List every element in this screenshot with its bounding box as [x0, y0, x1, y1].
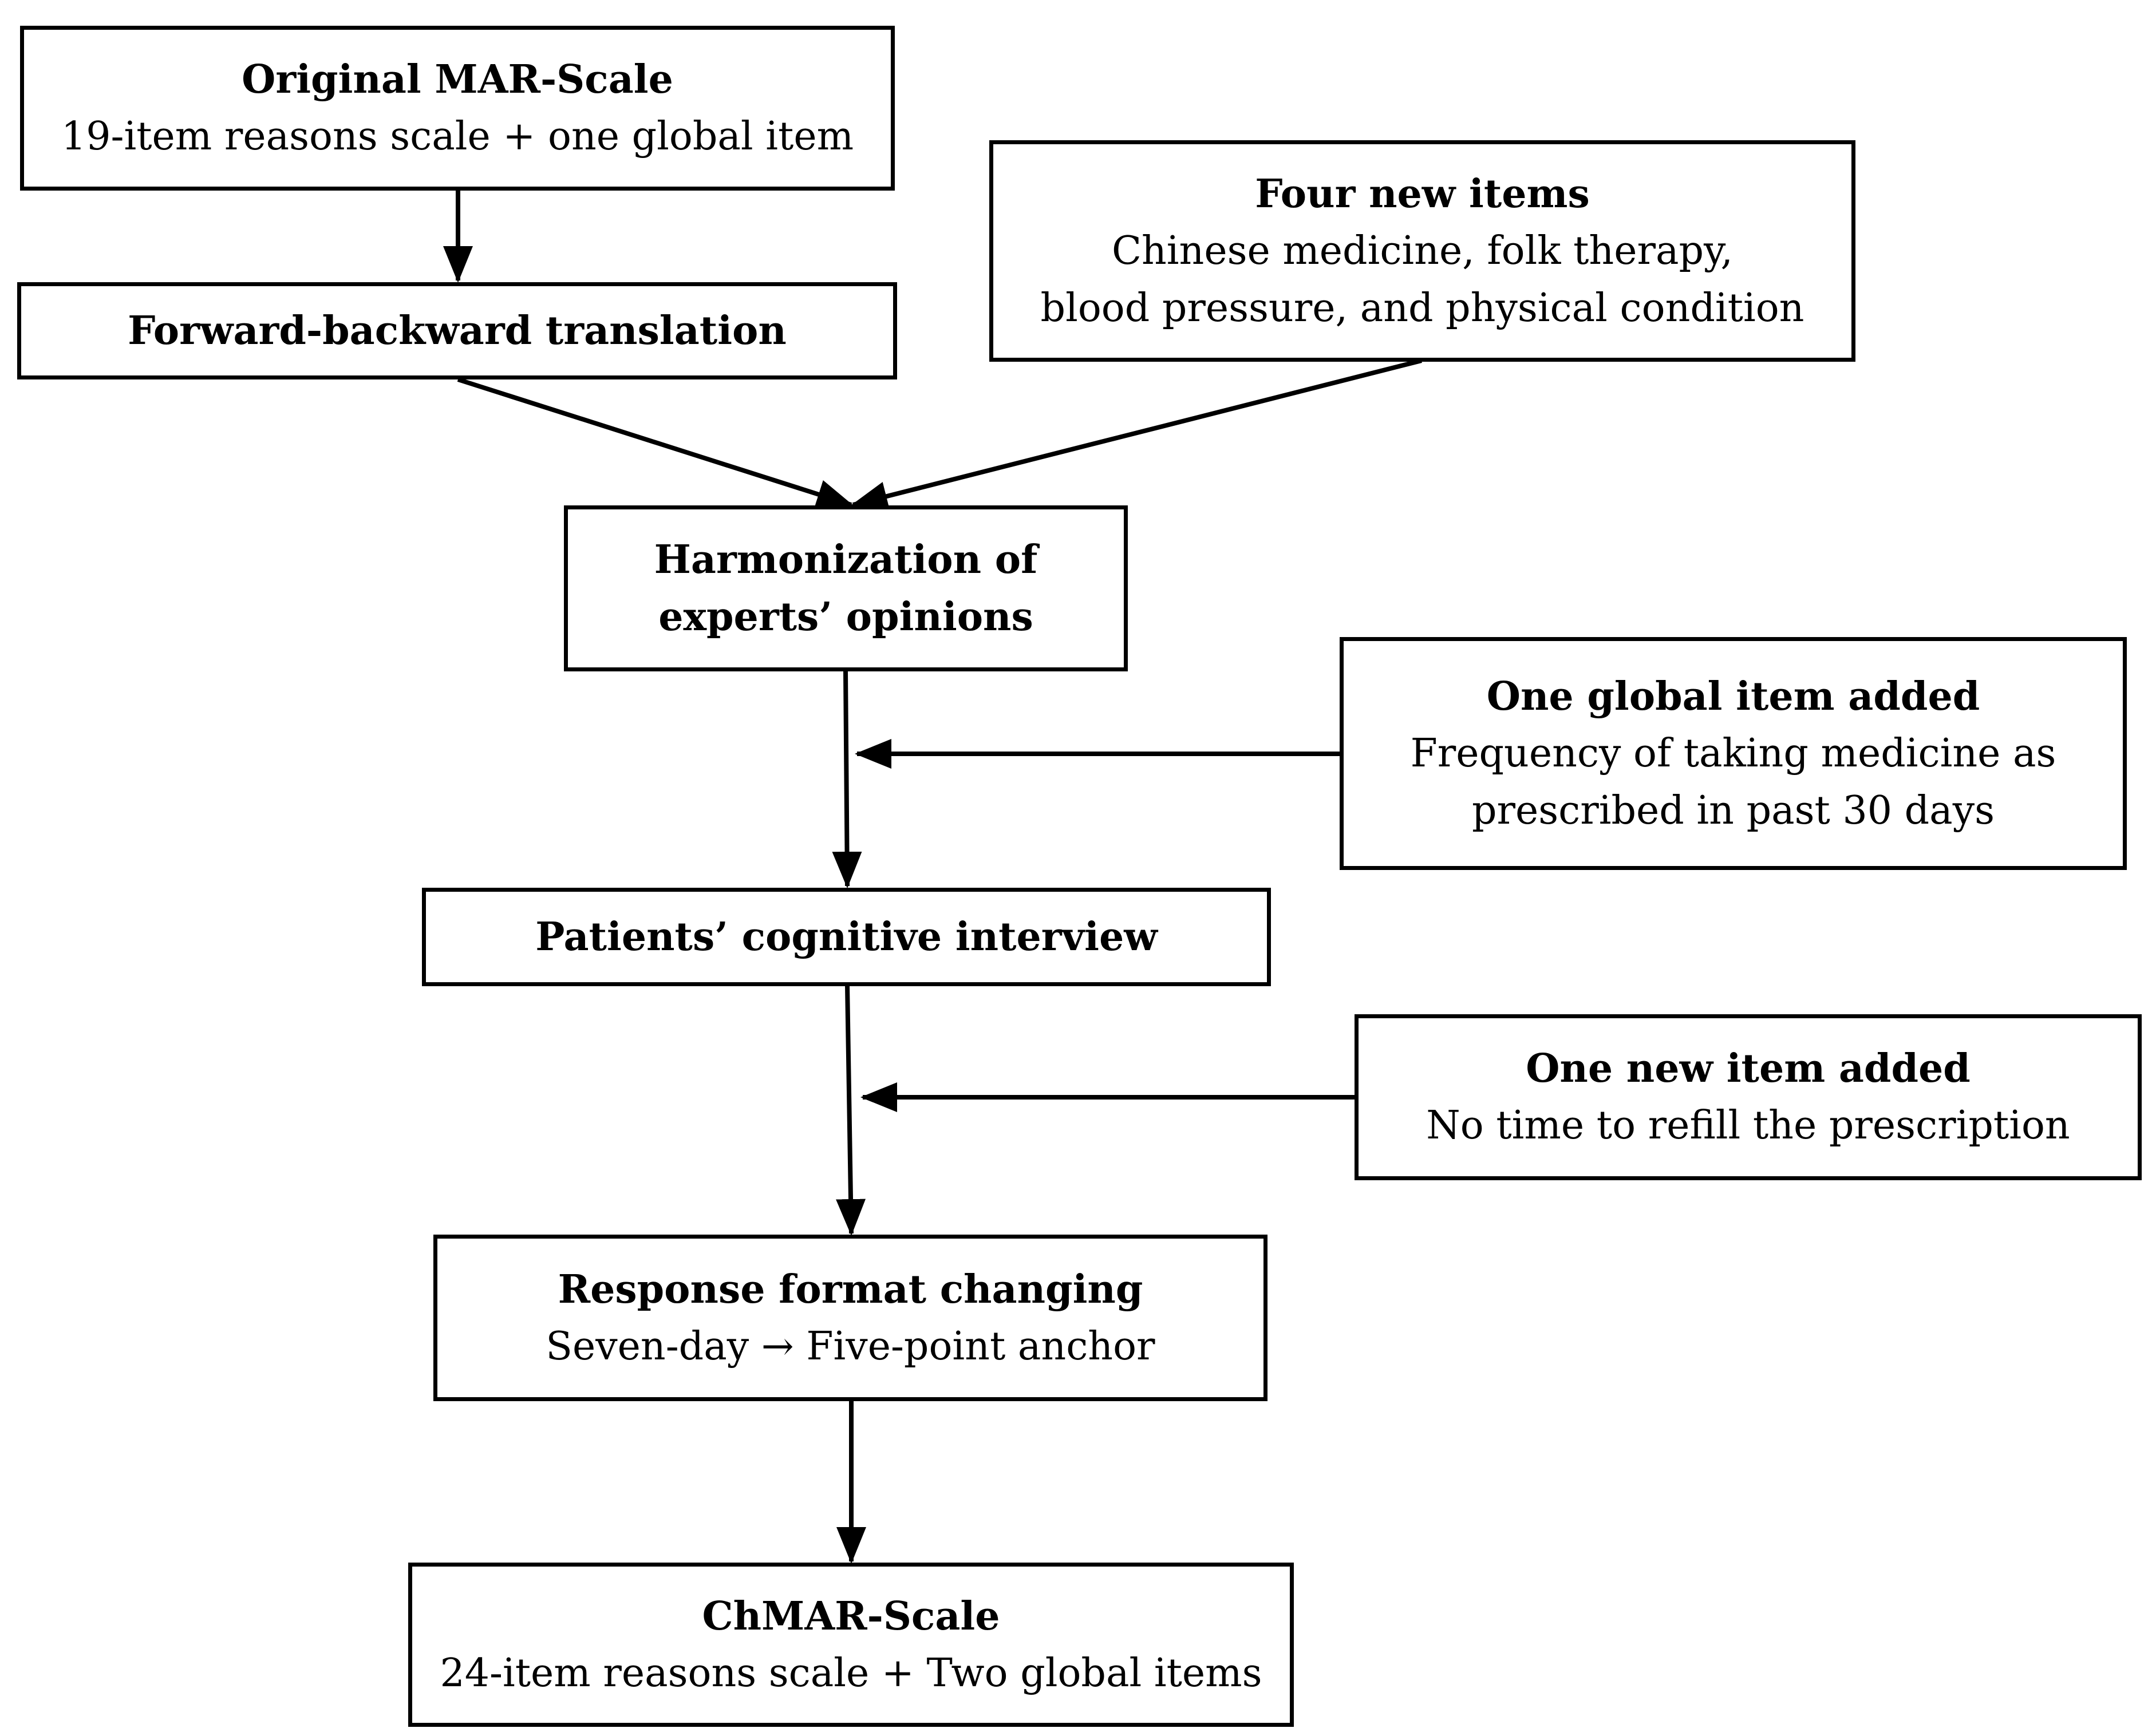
node-text: 19-item reasons scale + one global item — [61, 114, 854, 159]
node-original-mar-scale: Original MAR-Scale 19-item reasons scale… — [20, 26, 895, 191]
node-text: 24-item reasons scale + Two global items — [440, 1650, 1262, 1696]
node-title: One global item added — [1486, 673, 1980, 719]
node-text: blood pressure, and physical condition — [1040, 285, 1804, 331]
node-one-global-item-added: One global item added Frequency of takin… — [1340, 637, 2127, 870]
node-text: Frequency of taking medicine as — [1410, 730, 2056, 776]
node-text: No time to refill the prescription — [1426, 1103, 2070, 1148]
node-text: Chinese medicine, folk therapy, — [1111, 228, 1734, 274]
node-harmonization-of-experts-opinions: Harmonization of experts’ opinions — [564, 505, 1128, 671]
node-patients-cognitive-interview: Patients’ cognitive interview — [422, 888, 1271, 986]
node-title: Forward-backward translation — [128, 308, 787, 354]
arrow-harmonization-to-cognitive-interview — [832, 670, 862, 888]
node-title: Four new items — [1255, 171, 1590, 217]
node-title: One new item added — [1526, 1046, 1971, 1092]
node-forward-backward-translation: Forward-backward translation — [17, 282, 897, 379]
arrow-four-new-items-to-harmonization — [851, 358, 1422, 511]
node-text: prescribed in past 30 days — [1471, 788, 1995, 833]
node-title: Original MAR-Scale — [242, 57, 673, 102]
node-title: Response format changing — [558, 1266, 1143, 1312]
arrow-forward-to-harmonization — [457, 377, 854, 509]
node-title: Patients’ cognitive interview — [535, 914, 1158, 960]
node-title: ChMAR-Scale — [702, 1593, 1000, 1639]
node-title-line-2: experts’ opinions — [658, 594, 1033, 640]
node-four-new-items: Four new items Chinese medicine, folk th… — [989, 140, 1855, 362]
node-one-new-item-added: One new item added No time to refill the… — [1355, 1014, 2142, 1180]
node-chmar-scale: ChMAR-Scale 24-item reasons scale + Two … — [408, 1563, 1294, 1727]
node-text: Seven-day → Five-point anchor — [546, 1323, 1155, 1369]
node-title: Harmonization of — [654, 537, 1038, 583]
node-response-format-changing: Response format changing Seven-day → Fiv… — [433, 1235, 1267, 1401]
arrow-cognitive-interview-to-response-format — [836, 985, 866, 1236]
